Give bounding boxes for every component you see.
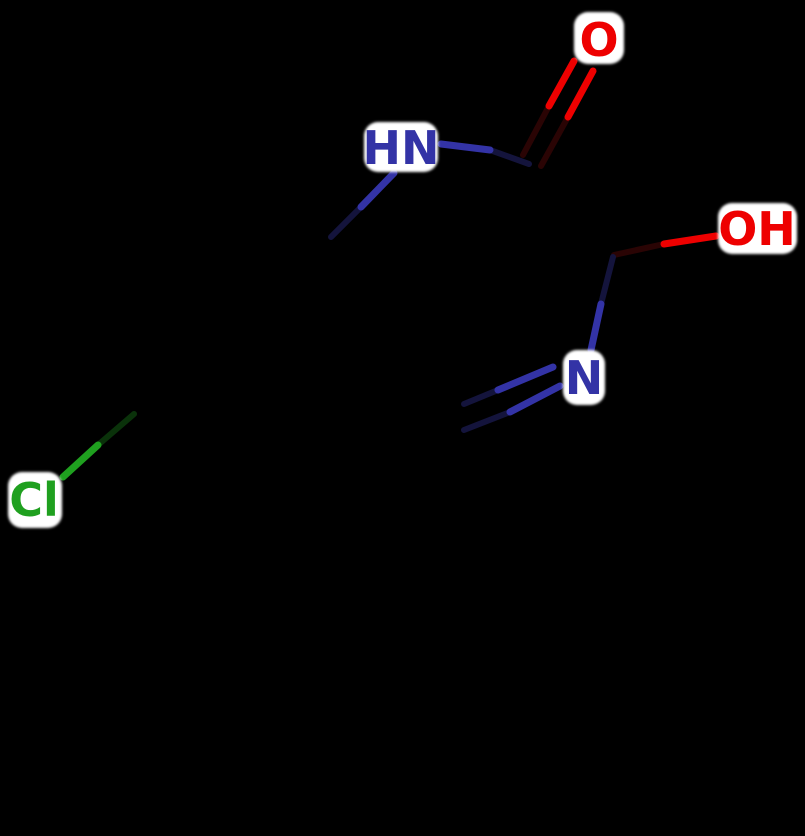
carbonyl-oxygen-halo — [574, 12, 624, 64]
carbonyl-oxygen-text: O — [579, 13, 618, 67]
C3-OH-bond-bright-half-0 — [660, 232, 720, 248]
bond-layer — [59, 57, 720, 481]
atom-label-chlorine: Cl — [8, 472, 62, 528]
N1-C2-bond-bright-half-0 — [437, 140, 494, 154]
N4-C5-double-bond-bright-half-0 — [494, 363, 557, 394]
C3-OH-bond-dark-half-0 — [611, 241, 667, 258]
atom-label-imine-nitrogen: N — [563, 350, 605, 405]
chlorine-text: Cl — [9, 473, 59, 527]
N1-ring-bond-dark-half-0 — [328, 204, 364, 240]
N1-ring-bond-bright-half-0 — [357, 169, 398, 211]
imine-nitrogen-text: N — [565, 351, 604, 405]
C2-O-double-bond-bright-half-0 — [545, 57, 578, 110]
atom-label-carbonyl-oxygen: O — [574, 12, 624, 67]
C7-Cl-bond-dark-half-0 — [95, 411, 137, 448]
C2-O-double-bond-dark-half-0 — [520, 103, 552, 158]
C7-Cl-bond-bright-half-0 — [59, 441, 102, 481]
N4-C5-double-bond-dark-half-0 — [461, 387, 501, 407]
chlorine-halo — [8, 472, 62, 528]
C3-N4-bond-bright-half-0 — [587, 300, 605, 354]
C2-O-double-bond-dark-half-1 — [538, 114, 571, 169]
N4-C5-double-bond-dark-half-1 — [461, 409, 513, 433]
hydroxyl-group-text: OH — [718, 202, 796, 256]
C2-O-double-bond-bright-half-1 — [564, 67, 597, 121]
amide-nitrogen-text: HN — [363, 121, 440, 175]
atom-label-hydroxyl-group: OH — [718, 202, 797, 256]
atom-label-amide-nitrogen: HN — [363, 121, 440, 175]
amide-nitrogen-halo — [364, 122, 438, 172]
imine-nitrogen-halo — [563, 350, 605, 405]
N1-C2-bond-dark-half-0 — [487, 147, 532, 167]
C3-N4-bond-dark-half-0 — [598, 254, 616, 307]
N4-C5-double-bond-bright-half-1 — [506, 382, 564, 416]
hydroxyl-group-halo — [718, 203, 797, 254]
